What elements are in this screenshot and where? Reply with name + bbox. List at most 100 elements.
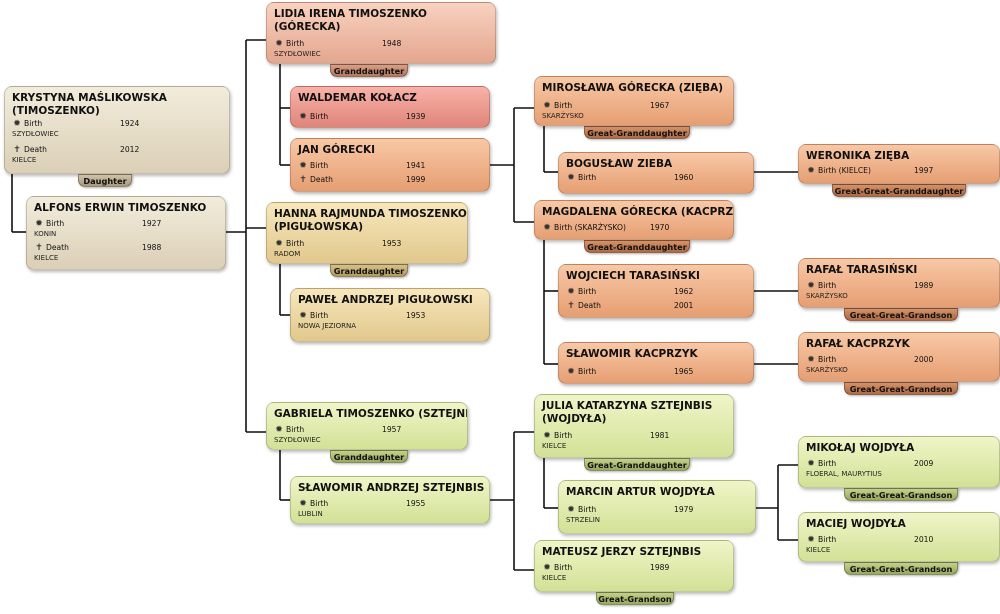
person-name: LIDIA IRENA TIMOSZENKO(GÓRECKA) [274,8,491,34]
person-name-line: (GÓRECKA) [274,21,341,33]
event-label: Birth [310,161,329,170]
event-place: KIELCE [12,156,37,164]
event-label: Birth [310,311,329,320]
event-label: Death [310,175,333,184]
person-name: WERONIKA ZIĘBA [806,150,995,163]
person-name: KRYSTYNA MAŚLIKOWSKA(TIMOSZENKO) [12,92,225,118]
person-name: SŁAWOMIR ANDRZEJ SZTEJNBIS [298,482,485,495]
event-label: Birth [24,119,43,128]
relationship-badge: Great-Granddaughter [584,126,690,139]
person-name-line: KRYSTYNA MAŚLIKOWSKA [12,92,167,104]
event-label: Birth [286,425,305,434]
event-place: FLOERAL, MAURYTIUS [806,470,882,478]
relationship-badge: Great-Great-Grandson [844,562,958,575]
event-place: SKARŻYSKO [806,292,848,300]
event-label: Birth (KIELCE) [818,166,871,175]
event-label: Birth [578,367,597,376]
event-year: 1970 [650,223,670,232]
person-card-weronika[interactable]: WERONIKA ZIĘBA✹Birth (KIELCE)1997 [798,144,1000,184]
birth-icon: ✹ [275,425,283,435]
event-label: Death [46,243,69,252]
event-year: 1999 [406,175,426,184]
relationship-badge: Great-Great-Grandson [844,488,958,501]
event-place: SKARŻYSKO [542,112,584,120]
person-name: WOJCIECH TARASIŃSKI [566,270,749,283]
person-card-hanna[interactable]: HANNA RAJMUNDA TIMOSZENKO(PIGUŁOWSKA)✹Bi… [266,202,468,264]
person-name-line: PAWEŁ ANDRZEJ PIGUŁOWSKI [298,294,473,306]
event-year: 1948 [382,39,402,48]
person-card-magdalena[interactable]: MAGDALENA GÓRECKA (KACPRZYK)✹Birth (SKAR… [534,200,734,240]
event-label: Death [24,145,47,154]
person-name-line: RAFAŁ TARASIŃSKI [806,264,918,276]
birth-icon: ✹ [567,505,575,515]
birth-icon: ✹ [807,355,815,365]
birth-icon: ✹ [13,119,21,129]
event-label: Death [578,301,601,310]
event-label: Birth [554,101,573,110]
event-label: Birth [578,505,597,514]
birth-icon: ✹ [807,459,815,469]
event-label: Birth [310,112,329,121]
person-name-line: (WOJDYŁA) [542,413,607,425]
event-year: 1962 [674,287,694,296]
event-place: KIELCE [542,442,567,450]
event-place: SZYDŁOWIEC [274,50,321,58]
event-label: Birth [818,459,837,468]
death-icon: ✝ [567,301,575,311]
person-name-line: SŁAWOMIR KACPRZYK [566,348,698,360]
person-name: MATEUSZ JERZY SZTEJNBIS [542,546,729,559]
birth-icon: ✹ [275,239,283,249]
event-label: Birth [578,287,597,296]
person-name: JAN GÓRECKI [298,144,485,157]
death-icon: ✝ [299,175,307,185]
person-name-line: MIKOŁAJ WOJDYŁA [806,442,915,454]
relationship-badge: Great-Granddaughter [584,458,690,471]
event-year: 1979 [674,505,694,514]
person-card-julia[interactable]: JULIA KATARZYNA SZTEJNBIS(WOJDYŁA)✹Birth… [534,394,734,458]
event-label: Birth [286,39,305,48]
relationship-badge: Great-Great-Granddaughter [832,184,966,197]
event-place: KONIN [34,230,57,238]
person-name-line: GABRIELA TIMOSZENKO (SZTEJNBIS) [274,408,468,420]
person-name-line: ALFONS ERWIN TIMOSZENKO [34,202,207,214]
event-place: NOWA JEZIORNA [298,322,357,330]
person-name-line: WOJCIECH TARASIŃSKI [566,270,700,282]
event-label: Birth (SKARŻYSKO) [554,223,626,232]
event-place: SZYDŁOWIEC [274,436,321,444]
event-label: Birth [818,535,837,544]
event-year: 2012 [120,145,140,154]
person-name-line: MARCIN ARTUR WOJDYŁA [566,486,715,498]
birth-icon: ✹ [807,281,815,291]
event-place: LUBLIN [298,510,323,518]
person-name-line: MIROSŁAWA GÓRECKA (ZIĘBA) [542,82,724,94]
person-name-line: (TIMOSZENKO) [12,105,100,117]
event-year: 1989 [914,281,934,290]
event-label: Birth [46,219,65,228]
person-name-line: MATEUSZ JERZY SZTEJNBIS [542,546,702,558]
